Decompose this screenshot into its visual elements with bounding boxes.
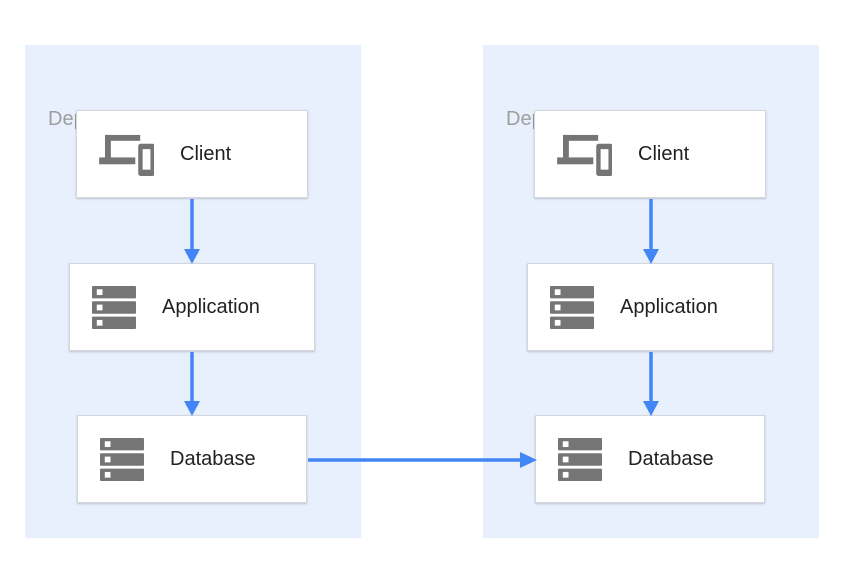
deployment-location-1-panel: Deployment location 1 Client Application (25, 45, 361, 538)
server-stack-icon (550, 285, 594, 329)
devices-icon (99, 134, 154, 176)
node-label: Client (180, 142, 232, 165)
application-node: Application (527, 263, 773, 351)
server-stack-icon (92, 285, 136, 329)
node-label: Database (628, 447, 714, 470)
server-stack-icon (100, 437, 144, 481)
devices-icon (557, 134, 612, 176)
client-node: Client (534, 110, 766, 198)
database-node: Database (535, 415, 765, 503)
node-label: Client (638, 142, 690, 165)
node-label: Application (620, 295, 718, 318)
node-label: Database (170, 447, 256, 470)
server-stack-icon (558, 437, 602, 481)
client-node: Client (76, 110, 308, 198)
database-node: Database (77, 415, 307, 503)
deployment-location-2-panel: Deployment location 2 Client Application (483, 45, 819, 538)
application-node: Application (69, 263, 315, 351)
node-label: Application (162, 295, 260, 318)
